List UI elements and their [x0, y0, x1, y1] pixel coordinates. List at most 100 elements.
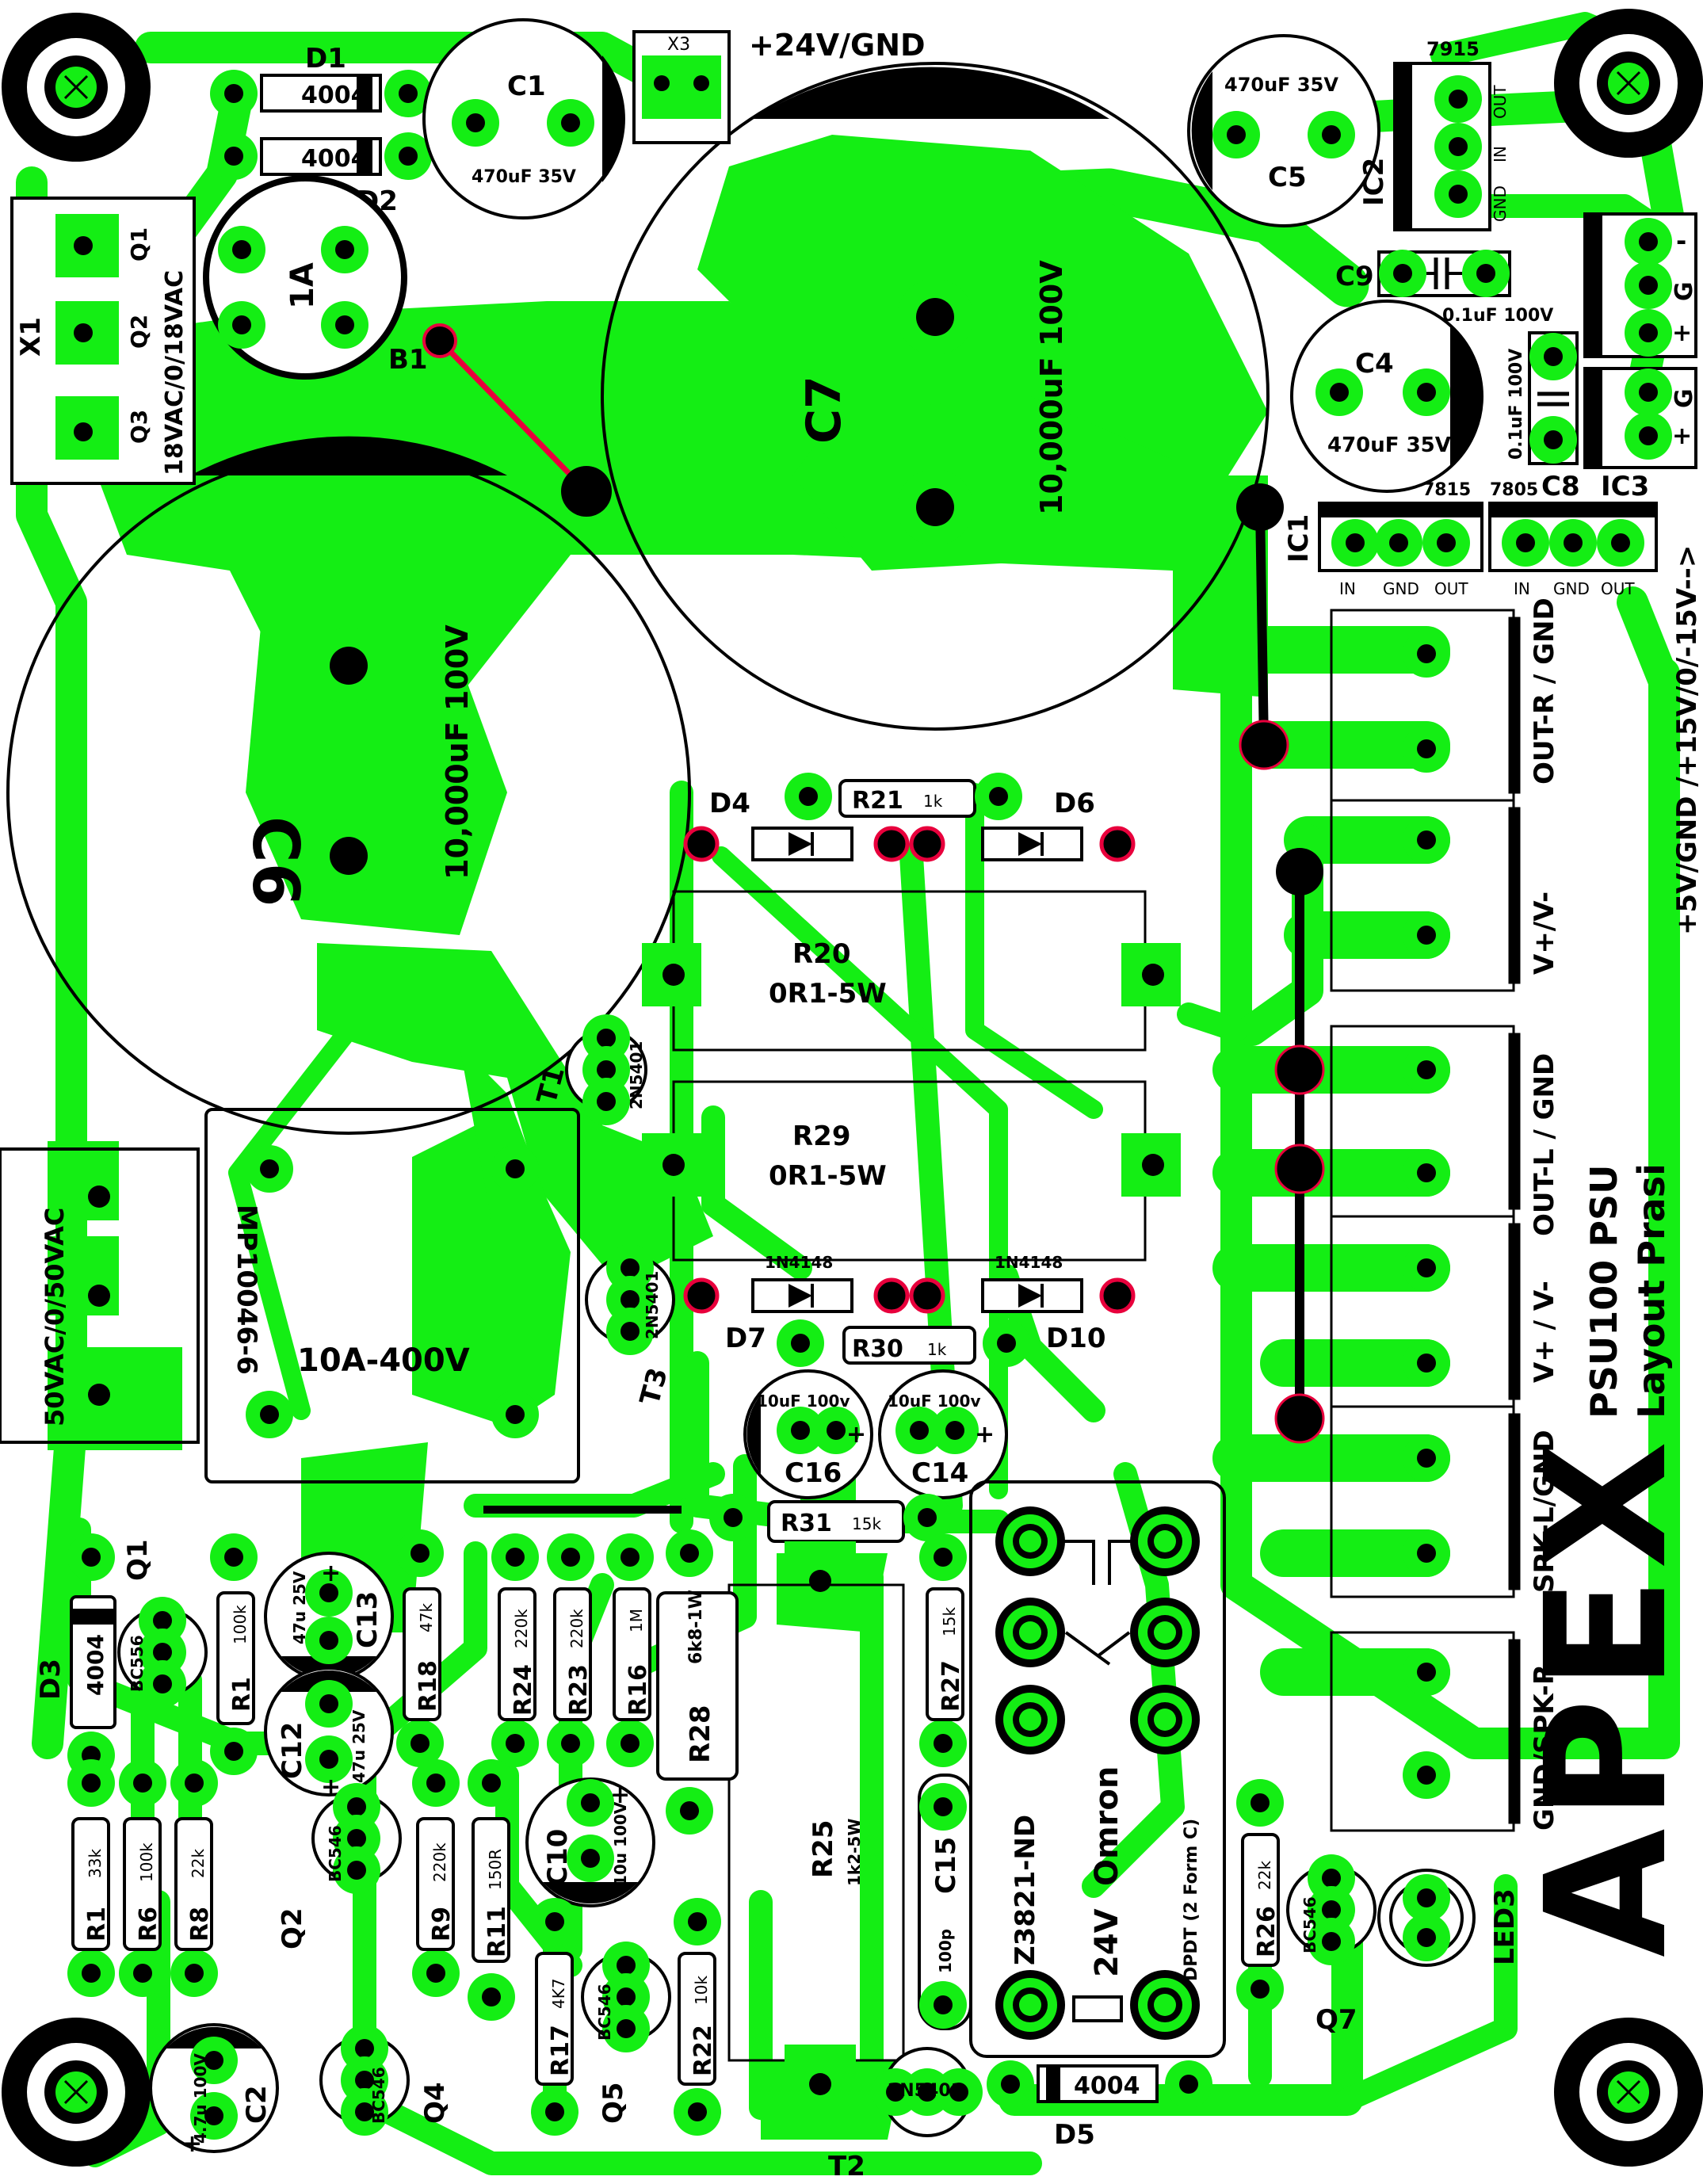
bridge-rectifier: MP10046-6 10A-400V — [204, 1108, 580, 1483]
resistor-R28-label: R28 — [685, 1705, 716, 1764]
regulator-IC3: 7805 IC3 IN GND OUT — [1488, 471, 1658, 598]
cap-C5: 470uF 35V C5 — [1187, 34, 1380, 227]
output-connector-pads — [1403, 630, 1450, 1799]
connector-X1-pin-q3: Q3 — [126, 410, 152, 444]
resistor-R21: R21 1k — [785, 773, 1022, 820]
regulator-IC1-label: IC1 — [1283, 514, 1315, 563]
diode-D6: D6 — [909, 788, 1136, 862]
cap-C16: + 10uF 100v C16 — [743, 1369, 873, 1499]
board-title: PSU100 PSU — [1583, 1165, 1625, 1418]
cap-C13-value: 47u 25V — [290, 1571, 309, 1644]
regulator-IC2: 7915 IC2 OUT IN GND — [1358, 38, 1510, 231]
resistor-R17-label: R17 — [547, 2025, 575, 2076]
label-out-l: OUT-L / GND — [1529, 1053, 1560, 1236]
resistor-R20-value: 0R1-5W — [769, 978, 887, 1010]
regulator-IC2-pin-in: IN — [1491, 146, 1510, 162]
relay-type: DPDT (2 Form C) — [1182, 1819, 1201, 1981]
regulator-IC3-pin-gnd: GND — [1553, 579, 1590, 598]
resistor-R11-value: 150R — [486, 1849, 505, 1890]
transistor-Q4-label: Q4 — [419, 2082, 451, 2124]
bridge-B1-value: 1A — [284, 262, 321, 309]
label-x1-voltage: 18VAC/0/18VAC — [161, 270, 189, 475]
resistor-R6-label: R6 — [135, 1907, 162, 1942]
output-connectors — [1330, 609, 1521, 1832]
resistor-R26-value: 22k — [1255, 1861, 1274, 1890]
resistor-R18-value: 47k — [417, 1603, 436, 1632]
connector-X3: X3 — [632, 30, 731, 144]
resistor-R31-value: 15k — [852, 1514, 881, 1533]
cap-C5-label: C5 — [1268, 162, 1307, 193]
cap-C12: + 47u 25V C12 — [264, 1667, 394, 1801]
resistor-R20: R20 0R1-5W — [642, 890, 1181, 1052]
connector-rail2-plus: + — [1672, 422, 1692, 450]
jumper-wires — [422, 323, 1325, 1514]
transistor-Q1-label: Q1 — [122, 1539, 154, 1581]
resistor-R23-value: 220k — [567, 1609, 586, 1648]
diode-D10-label: D10 — [1046, 1323, 1106, 1354]
cap-C14-label: C14 — [911, 1457, 968, 1489]
resistor-R30-value: 1k — [927, 1340, 947, 1359]
connector-X1-pin-q2: Q2 — [126, 315, 152, 349]
diode-D5: 4004 D5 — [987, 2060, 1212, 2151]
label-vpm-2: V+ / V- — [1529, 1281, 1560, 1383]
resistor-R31-label: R31 — [781, 1510, 832, 1537]
resistor-R24-value: 220k — [512, 1609, 531, 1648]
transistor-power-pad — [727, 1541, 905, 2062]
resistor-R20-label: R20 — [792, 938, 851, 970]
cap-C12-value: 47u 25V — [349, 1709, 368, 1783]
resistor-R27: R27 15k — [919, 1533, 967, 1767]
diode-D1-label: D1 — [305, 43, 346, 74]
resistor-R22: R22 10k — [674, 1898, 721, 2136]
cap-C14-value: 10uF 100v — [888, 1392, 980, 1411]
cap-C13-label: C13 — [352, 1591, 384, 1648]
resistor-R1-100k: R1 100k — [210, 1533, 258, 1775]
cap-C13-plus: + — [321, 1560, 341, 1587]
cap-C1-value: 470uF 35V — [472, 167, 576, 187]
diode-D6-label: D6 — [1054, 788, 1095, 819]
transistor-T3: 2N5401 T3 — [585, 1244, 675, 1408]
diode-D7-type: 1N4148 — [765, 1253, 833, 1272]
transistor-Q5: BC546 Q5 — [581, 1942, 671, 2124]
transistor-T2-label: T2 — [828, 2151, 865, 2182]
resistor-R22-label: R22 — [689, 2025, 717, 2076]
mounting-hole-top-left — [0, 11, 152, 163]
led-LED3-label: LED3 — [1489, 1888, 1521, 1965]
resistor-R25: R25 1k2-5W — [808, 1819, 864, 1886]
resistor-R26: R26 22k — [1236, 1779, 1284, 2013]
cap-C1-label: C1 — [507, 71, 546, 102]
regulator-IC2-pin-out: OUT — [1491, 85, 1510, 119]
resistor-R6-value: 100k — [137, 1842, 156, 1882]
regulator-IC2-type: 7915 — [1426, 38, 1480, 60]
cap-C16-label: C16 — [785, 1457, 842, 1489]
resistor-R28: 6k8-1W R28 — [656, 1529, 739, 1835]
cap-C14: + 10uF 100v C14 — [878, 1369, 1008, 1499]
resistor-R30: R30 1k — [777, 1319, 1030, 1367]
label-spk-l: SPK-L/GND — [1529, 1430, 1560, 1593]
connector-rail-minus: - — [1676, 226, 1686, 256]
cap-C4-label: C4 — [1355, 348, 1394, 380]
diode-D3-label: D3 — [35, 1659, 67, 1700]
cap-C6: C6 10,000uF 100V — [6, 436, 691, 1135]
cap-C2-plus: + — [182, 2130, 202, 2158]
cap-C16-value: 10uF 100v — [757, 1392, 850, 1411]
resistor-R1-33k: R1 33k — [67, 1759, 115, 1997]
resistor-R1b-value: 33k — [86, 1849, 105, 1878]
connector-X4: 50VAC/0/50VAC — [0, 1147, 200, 1444]
resistor-R1-value: 100k — [231, 1605, 250, 1644]
transistor-T2: 2N5401 T2 — [785, 2045, 983, 2182]
cap-C10-plus: + — [610, 1781, 630, 1809]
resistor-R24-label: R24 — [510, 1664, 537, 1716]
resistor-R23: R23 220k — [547, 1533, 594, 1767]
cap-C15-label: C15 — [930, 1837, 962, 1894]
cap-C4-value: 470uF 35V — [1327, 433, 1451, 457]
resistor-R27-label: R27 — [937, 1660, 965, 1712]
cap-C8-label: C8 — [1541, 471, 1580, 502]
resistor-R29-value: 0R1-5W — [769, 1160, 887, 1192]
cap-C5-value: 470uF 35V — [1224, 74, 1338, 96]
resistor-R1b-label: R1 — [83, 1907, 111, 1942]
cap-C15: C15 100p — [918, 1774, 972, 2030]
transistor-T2-value: 2N5401 — [888, 2081, 963, 2101]
resistor-R21-value: 1k — [923, 792, 943, 811]
resistor-R8: R8 22k — [170, 1759, 218, 1997]
resistor-R29: R29 0R1-5W — [642, 1080, 1181, 1262]
